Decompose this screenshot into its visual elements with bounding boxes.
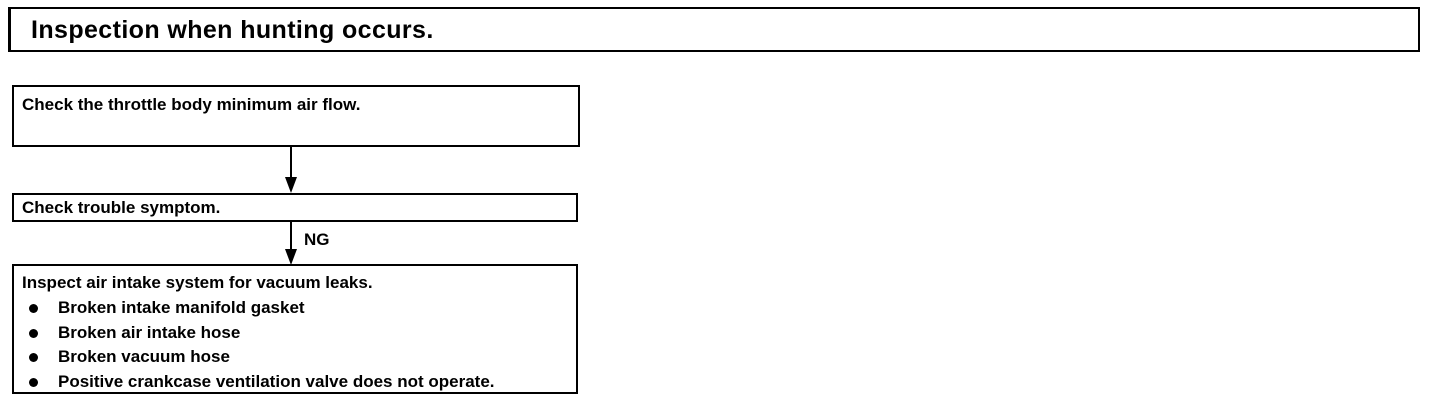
down-arrow-icon bbox=[285, 177, 297, 193]
bullet-icon bbox=[29, 377, 38, 387]
step-inspect-vacuum-leaks-text: Inspect air intake system for vacuum lea… bbox=[22, 273, 373, 292]
connector-step1-to-step2-line bbox=[290, 147, 292, 177]
list-item-text: Positive crankcase ventilation valve doe… bbox=[58, 371, 495, 391]
step-check-trouble-symptom-box: Check trouble symptom. bbox=[12, 193, 578, 222]
list-item-text: Broken air intake hose bbox=[58, 322, 241, 342]
page-title: Inspection when hunting occurs. bbox=[31, 16, 434, 44]
connector-step2-to-step3-line bbox=[290, 222, 292, 252]
list-item-text: Broken intake manifold gasket bbox=[58, 298, 305, 317]
down-arrow-icon bbox=[285, 249, 297, 265]
bullet-icon bbox=[29, 328, 38, 338]
title-box: Inspection when hunting occurs. bbox=[8, 7, 1420, 52]
list-item-text: Broken vacuum hose bbox=[58, 347, 230, 366]
bullet-icon bbox=[29, 304, 38, 313]
step-inspect-vacuum-leaks-box: Inspect air intake system for vacuum lea… bbox=[12, 264, 578, 394]
ng-branch-label: NG bbox=[304, 230, 330, 249]
step-check-minimum-air-flow-text: Check the throttle body minimum air flow… bbox=[22, 95, 361, 114]
step-check-trouble-symptom-text: Check trouble symptom. bbox=[22, 198, 221, 217]
bullet-icon bbox=[29, 353, 38, 362]
step-check-minimum-air-flow-box: Check the throttle body minimum air flow… bbox=[12, 85, 580, 147]
